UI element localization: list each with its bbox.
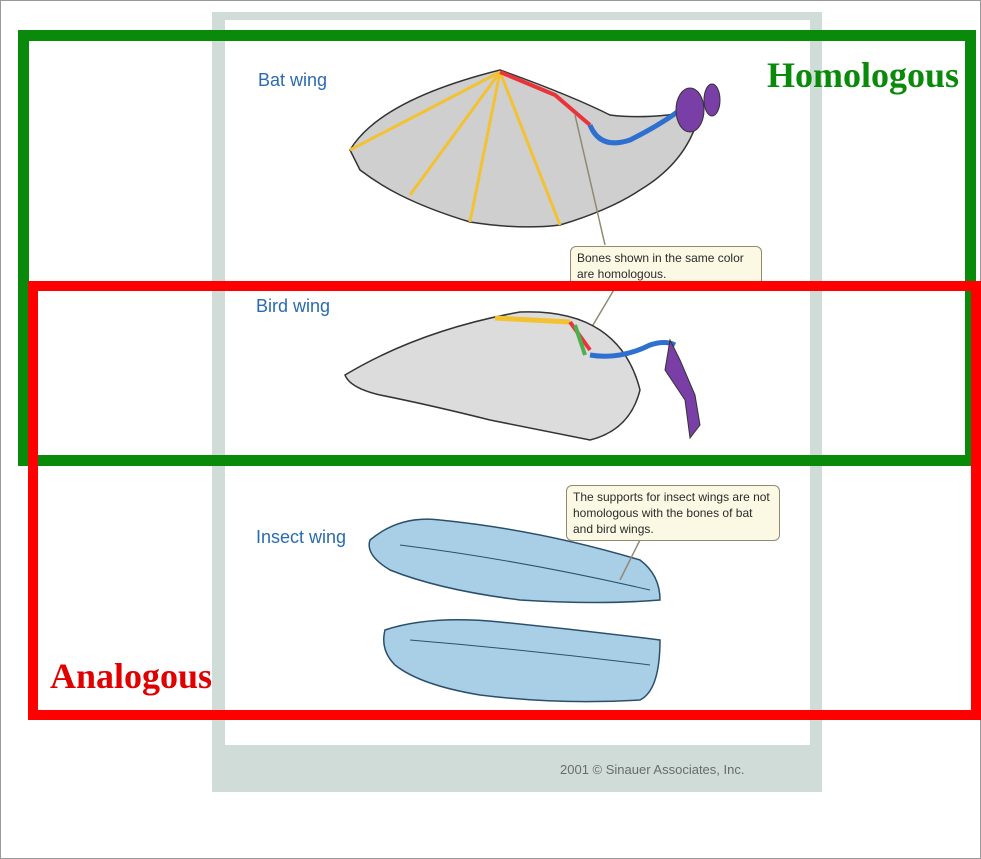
analogous-box xyxy=(28,281,981,720)
homologous-label: Homologous xyxy=(767,55,959,95)
copyright-credit: 2001 © Sinauer Associates, Inc. xyxy=(560,762,744,777)
analogous-label: Analogous xyxy=(50,656,212,696)
